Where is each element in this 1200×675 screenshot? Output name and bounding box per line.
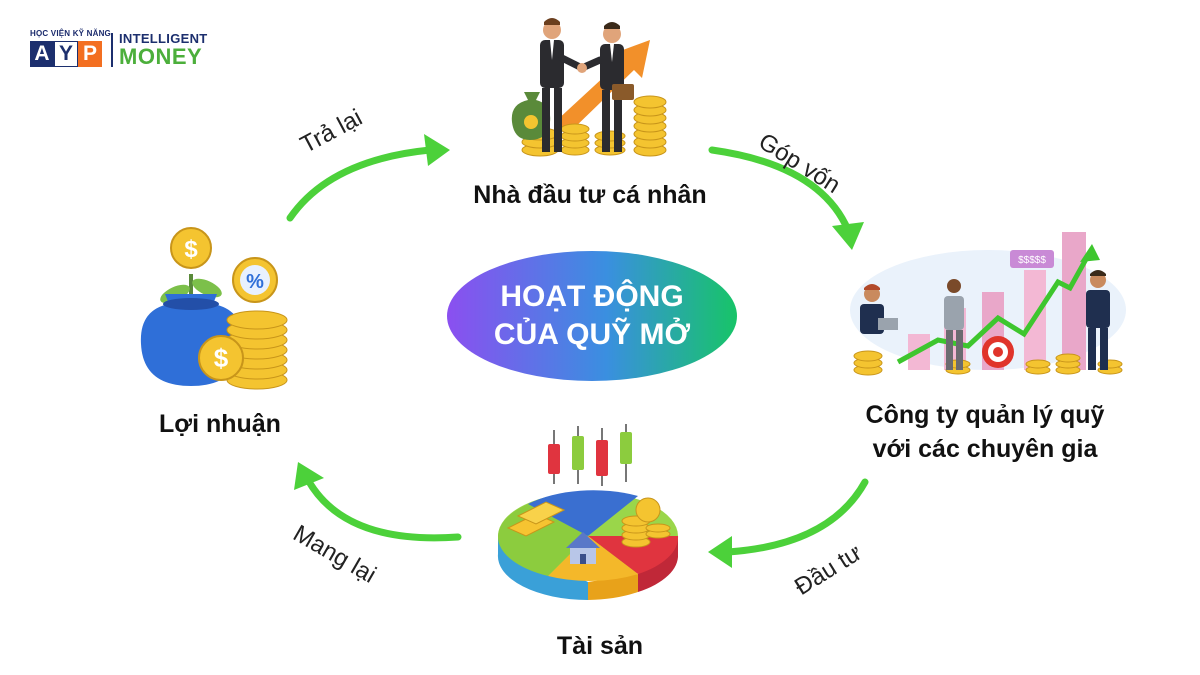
target-icon (982, 336, 1014, 368)
dollar-coin-icon: $ (170, 227, 212, 269)
node-label-asset: Tài sản (556, 632, 644, 660)
logo-money: MONEY (119, 44, 203, 69)
percent-coin-icon: % (232, 257, 278, 303)
arrow-contribute-head (832, 222, 864, 250)
node-label-fund-line2: với các chuyên gia (872, 435, 1098, 463)
arrow-bring-head (294, 462, 324, 490)
node-label-fund-line1: Công ty quản lý quỹ (865, 401, 1105, 429)
node-label-fund: Công ty quản lý quỹ với các chuyên gia (820, 398, 1150, 466)
center-title-ellipse: HOẠT ĐỘNG CỦA QUỸ MỞ (447, 251, 737, 381)
svg-text:$: $ (214, 343, 229, 373)
node-label-investor: Nhà đầu tư cá nhân (473, 181, 707, 209)
gold-bars-icon (506, 501, 566, 537)
house-icon (566, 532, 600, 564)
svg-text:%: % (246, 271, 264, 293)
logo-divider (111, 33, 113, 67)
center-title-line1: HOẠT ĐỘNG (500, 280, 684, 313)
logo-letter-y: Y (54, 41, 78, 67)
center-title-line2: CỦA QUỸ MỞ (493, 318, 691, 351)
logo-academy-text: HỌC VIỆN KỸ NĂNG (30, 29, 111, 38)
logo-ayp: A Y P (30, 41, 102, 67)
svg-text:$: $ (184, 236, 198, 263)
logo-letter-a: A (30, 41, 54, 67)
node-label-profit: Lợi nhuận (159, 410, 281, 438)
coin-stack-icon (621, 497, 671, 548)
logo-letter-p: P (78, 41, 102, 67)
arrow-contribute (708, 146, 852, 234)
arrow-invest (724, 478, 869, 556)
arrow-invest-head (708, 536, 732, 568)
analysts-chart-icon: $$$$$ (850, 232, 1126, 376)
logo-intelligent: INTELLIGENT (119, 31, 208, 46)
money-bag-icon: $ % $ (140, 227, 288, 390)
arrow-return-head (424, 134, 450, 166)
price-tag-text: $$$$$ (1018, 255, 1046, 266)
dollar-coin-icon: $ (198, 335, 244, 381)
arrow-bring (304, 476, 462, 542)
arrow-return (286, 146, 434, 222)
handshake-investors-icon (511, 18, 667, 157)
candlestick-icon (548, 424, 632, 486)
asset-pie-icon (497, 424, 679, 600)
